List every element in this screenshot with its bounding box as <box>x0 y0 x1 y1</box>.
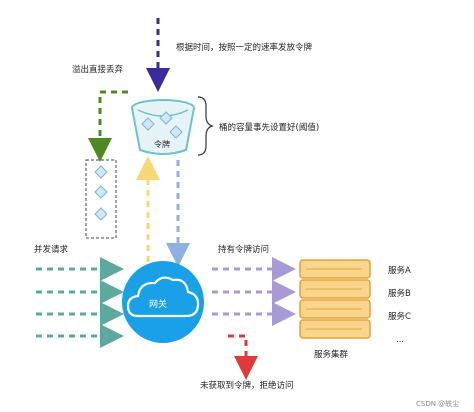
bucket-token-1 <box>141 117 155 131</box>
server-stack-icon <box>299 259 371 339</box>
reject-arrow <box>228 334 258 380</box>
discarded-token-1 <box>94 165 108 179</box>
service-a-label: 服务A <box>388 265 411 276</box>
no-token-reject-label: 未获取到令牌，拒绝访问 <box>200 380 294 391</box>
bucket-token-3 <box>169 125 183 139</box>
with-token-access-label: 持有令牌访问 <box>218 244 269 255</box>
bucket-capacity-note: 桶的容量事先设置好(阈值) <box>219 122 319 133</box>
discarded-token-2 <box>94 185 108 199</box>
discarded-token-3 <box>94 207 108 221</box>
service-b-label: 服务B <box>388 288 411 299</box>
service-more-label: ... <box>396 335 404 345</box>
gateway-label: 网关 <box>149 298 167 310</box>
concurrent-requests-label: 并发请求 <box>34 244 69 255</box>
overflow-arrow <box>88 90 128 162</box>
capacity-brace <box>197 96 214 156</box>
overflow-note: 溢出直接丢弃 <box>72 64 124 75</box>
watermark: CSDN @轶尘 <box>416 399 459 408</box>
bucket-token-2 <box>159 111 173 125</box>
rate-note: 根据时间，按照一定的速率发放令牌 <box>176 42 313 53</box>
bucket-label: 令牌 <box>154 139 170 149</box>
gateway-icon <box>122 261 204 343</box>
service-cluster-label: 服务集群 <box>314 349 349 360</box>
discarded-tokens-box <box>85 159 117 239</box>
service-c-label: 服务C <box>388 311 411 322</box>
